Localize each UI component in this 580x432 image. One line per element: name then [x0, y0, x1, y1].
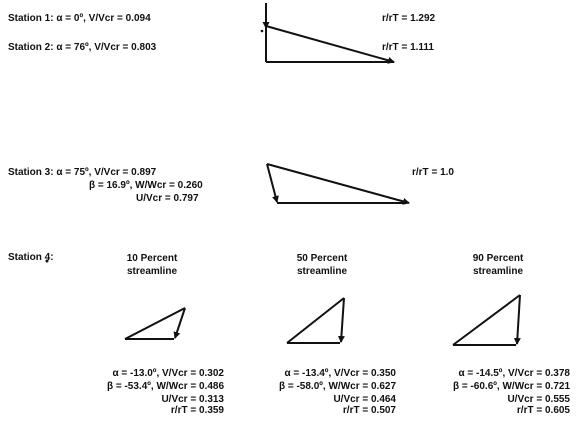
- streamline-90-absolute-velocity: [513, 294, 521, 345]
- streamline-50-value-4: r/rT = 0.507: [342, 405, 396, 416]
- streamline-90-value-3: U/Vcr = 0.555: [507, 394, 570, 405]
- station-3-radius-ratio: r/rT = 1.0: [412, 167, 454, 178]
- station-3-absolute-velocity: [266, 163, 410, 205]
- station-4-label: Station 4:: [8, 252, 54, 263]
- streamline-90-subtitle: streamline: [472, 266, 524, 277]
- station-3-triangle: [266, 163, 410, 205]
- streamline-10-subtitle: streamline: [126, 266, 178, 277]
- streamline-90-value-2: β = -60.6º, W/Wcr = 0.721: [452, 381, 570, 392]
- streamline-50-value-2: β = -58.0º, W/Wcr = 0.627: [278, 381, 396, 392]
- streamline-50-relative-velocity: [286, 297, 345, 344]
- streamline-50-value-1: α = -13.4º, V/Vcr = 0.350: [284, 368, 396, 379]
- streamline-50-triangle: [286, 297, 345, 344]
- streamline-10-value-2: β = -53.4º, W/Wcr = 0.486: [106, 381, 224, 392]
- station-2-label: Station 2: α = 76º, V/Vcr = 0.803: [8, 42, 157, 53]
- station-3-relative-velocity: [266, 163, 279, 203]
- station-4-dot: [45, 259, 49, 263]
- streamline-50-subtitle: streamline: [296, 266, 348, 277]
- streamline-10-value-1: α = -13.0º, V/Vcr = 0.302: [112, 368, 224, 379]
- streamline-10-absolute-velocity: [173, 307, 186, 339]
- station-1-dot: [260, 29, 264, 33]
- streamline-10-relative-velocity: [124, 307, 186, 340]
- station-3-line-2: β = 16.9º, W/Wcr = 0.260: [89, 180, 203, 191]
- streamline-90-relative-velocity: [452, 294, 521, 346]
- streamline-50-absolute-velocity: [337, 297, 345, 343]
- station-1-2-triangle: [262, 3, 395, 64]
- station-3-line-3: U/Vcr = 0.797: [136, 193, 199, 204]
- streamline-90-title: 90 Percent: [472, 253, 524, 264]
- streamline-90-value-1: α = -14.5º, V/Vcr = 0.378: [458, 368, 570, 379]
- streamline-90-value-4: r/rT = 0.605: [516, 405, 570, 416]
- streamline-10-value-3: U/Vcr = 0.313: [161, 394, 224, 405]
- station-2-radius-ratio: r/rT = 1.111: [382, 42, 434, 53]
- streamline-50-title: 50 Percent: [296, 253, 348, 264]
- station-1-label: Station 1: α = 0º, V/Vcr = 0.094: [8, 13, 151, 24]
- streamline-10-title: 10 Percent: [126, 253, 178, 264]
- streamline-50-value-3: U/Vcr = 0.464: [333, 394, 396, 405]
- streamline-90-triangle: [452, 294, 521, 346]
- station-1-radius-ratio: r/rT = 1.292: [382, 13, 436, 24]
- station-3-line-1: Station 3: α = 75º, V/Vcr = 0.897: [8, 167, 157, 178]
- station-2-absolute-velocity: [265, 25, 395, 64]
- streamline-10-value-4: r/rT = 0.359: [170, 405, 224, 416]
- streamline-10-triangle: [124, 307, 186, 340]
